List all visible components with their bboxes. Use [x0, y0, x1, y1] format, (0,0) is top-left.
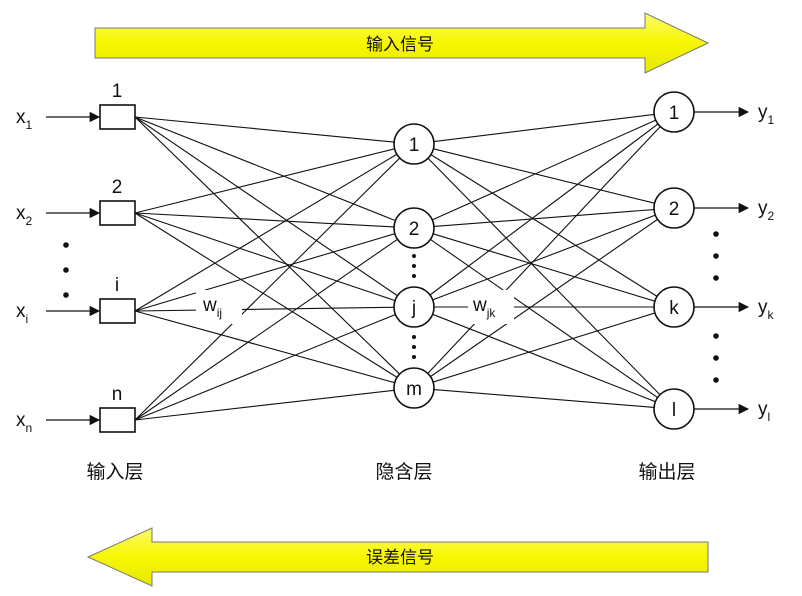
output-node-1 [653, 91, 695, 133]
hidden-node-label: j [411, 298, 416, 319]
input-hidden-connection [134, 116, 398, 297]
input-layer: 1 2 i n [63, 81, 136, 433]
hidden-layer-title: 隐含层 [375, 461, 432, 483]
input-layer-title: 输入层 [86, 461, 143, 483]
input-node-i [99, 298, 136, 324]
hidden-output-connection [432, 312, 656, 383]
output-ellipsis [713, 231, 719, 383]
output-variable-yl: yl [758, 399, 770, 424]
output-node-label: l [672, 400, 676, 421]
output-layer-title: 输出层 [638, 461, 695, 483]
input-hidden-connection [134, 212, 395, 228]
hidden-node-1 [393, 123, 435, 165]
output-layer: 1 2 k l [653, 91, 719, 430]
input-hidden-connection [134, 389, 395, 421]
hidden-ellipsis [412, 254, 416, 359]
input-variable-x1: x1 [16, 107, 33, 132]
input-variable-xn: xn [16, 410, 32, 435]
output-node-2 [653, 187, 695, 229]
input-variable-xi: xi [16, 301, 28, 326]
hidden-output-connection [433, 208, 655, 228]
input-node-label: 1 [112, 81, 123, 102]
output-node-label: 1 [669, 103, 680, 124]
hidden-output-connection [430, 218, 658, 378]
hidden-node-2 [393, 207, 435, 249]
input-hidden-connection [134, 212, 398, 378]
input-node-2 [99, 200, 136, 226]
io-arrows [46, 106, 750, 426]
output-variable-yk: yk [758, 297, 775, 322]
hidden-output-connection [430, 238, 658, 399]
hidden-output-connection [432, 214, 656, 301]
input-hidden-connection [134, 313, 396, 421]
hidden-output-connection [433, 389, 655, 408]
output-node-k [653, 286, 695, 328]
hidden-layer: 1 2 j m [393, 123, 435, 409]
input-node-n [99, 407, 136, 433]
hidden-output-connection [433, 113, 655, 143]
hidden-node-j [393, 286, 435, 328]
output-variable-y1: y1 [758, 102, 775, 127]
hidden-node-label: 2 [409, 219, 420, 240]
weight-label-wij: wij [202, 295, 222, 320]
output-node-l [653, 388, 695, 430]
input-hidden-connection [134, 116, 395, 143]
hidden-output-connection [430, 154, 658, 297]
input-node-label: 2 [112, 177, 123, 198]
connections [134, 113, 661, 421]
output-variables: y1 y2 yk yl [758, 102, 775, 424]
input-node-label: i [115, 275, 119, 296]
input-variable-x2: x2 [16, 203, 33, 228]
hidden-output-connection [429, 123, 659, 296]
output-node-label: 2 [669, 199, 680, 220]
input-variables: x1 x2 xi xn [16, 107, 33, 435]
input-signal-arrow: 输入信号 [94, 12, 710, 74]
hidden-output-connection [427, 126, 661, 374]
input-hidden-connection [134, 212, 396, 302]
output-variable-y2: y2 [758, 198, 775, 223]
hidden-node-m [393, 367, 435, 409]
input-hidden-connection [134, 153, 398, 312]
hidden-output-connection [433, 148, 655, 204]
input-hidden-connection [134, 157, 401, 421]
input-hidden-connection [134, 238, 398, 421]
hidden-output-connection [432, 233, 656, 302]
input-ellipsis [63, 242, 69, 298]
hidden-output-connection [432, 119, 656, 221]
output-node-label: k [669, 298, 679, 319]
input-signal-label: 输入信号 [366, 35, 434, 55]
error-signal-label: 误差信号 [366, 548, 434, 568]
input-hidden-connection [134, 116, 401, 375]
input-hidden-connection [134, 116, 396, 222]
hidden-output-connection [427, 157, 661, 396]
input-hidden-connection [134, 306, 395, 312]
hidden-node-label: 1 [409, 135, 420, 156]
input-hidden-connection [134, 233, 395, 312]
hidden-node-label: m [406, 379, 422, 400]
input-node-1 [99, 104, 136, 130]
input-hidden-connection [134, 310, 395, 384]
hidden-output-connection [432, 313, 656, 403]
input-node-label: n [112, 384, 123, 405]
input-hidden-connection [134, 148, 395, 214]
weight-label-wjk: wjk [472, 295, 496, 320]
error-signal-arrow: 误差信号 [86, 527, 709, 587]
